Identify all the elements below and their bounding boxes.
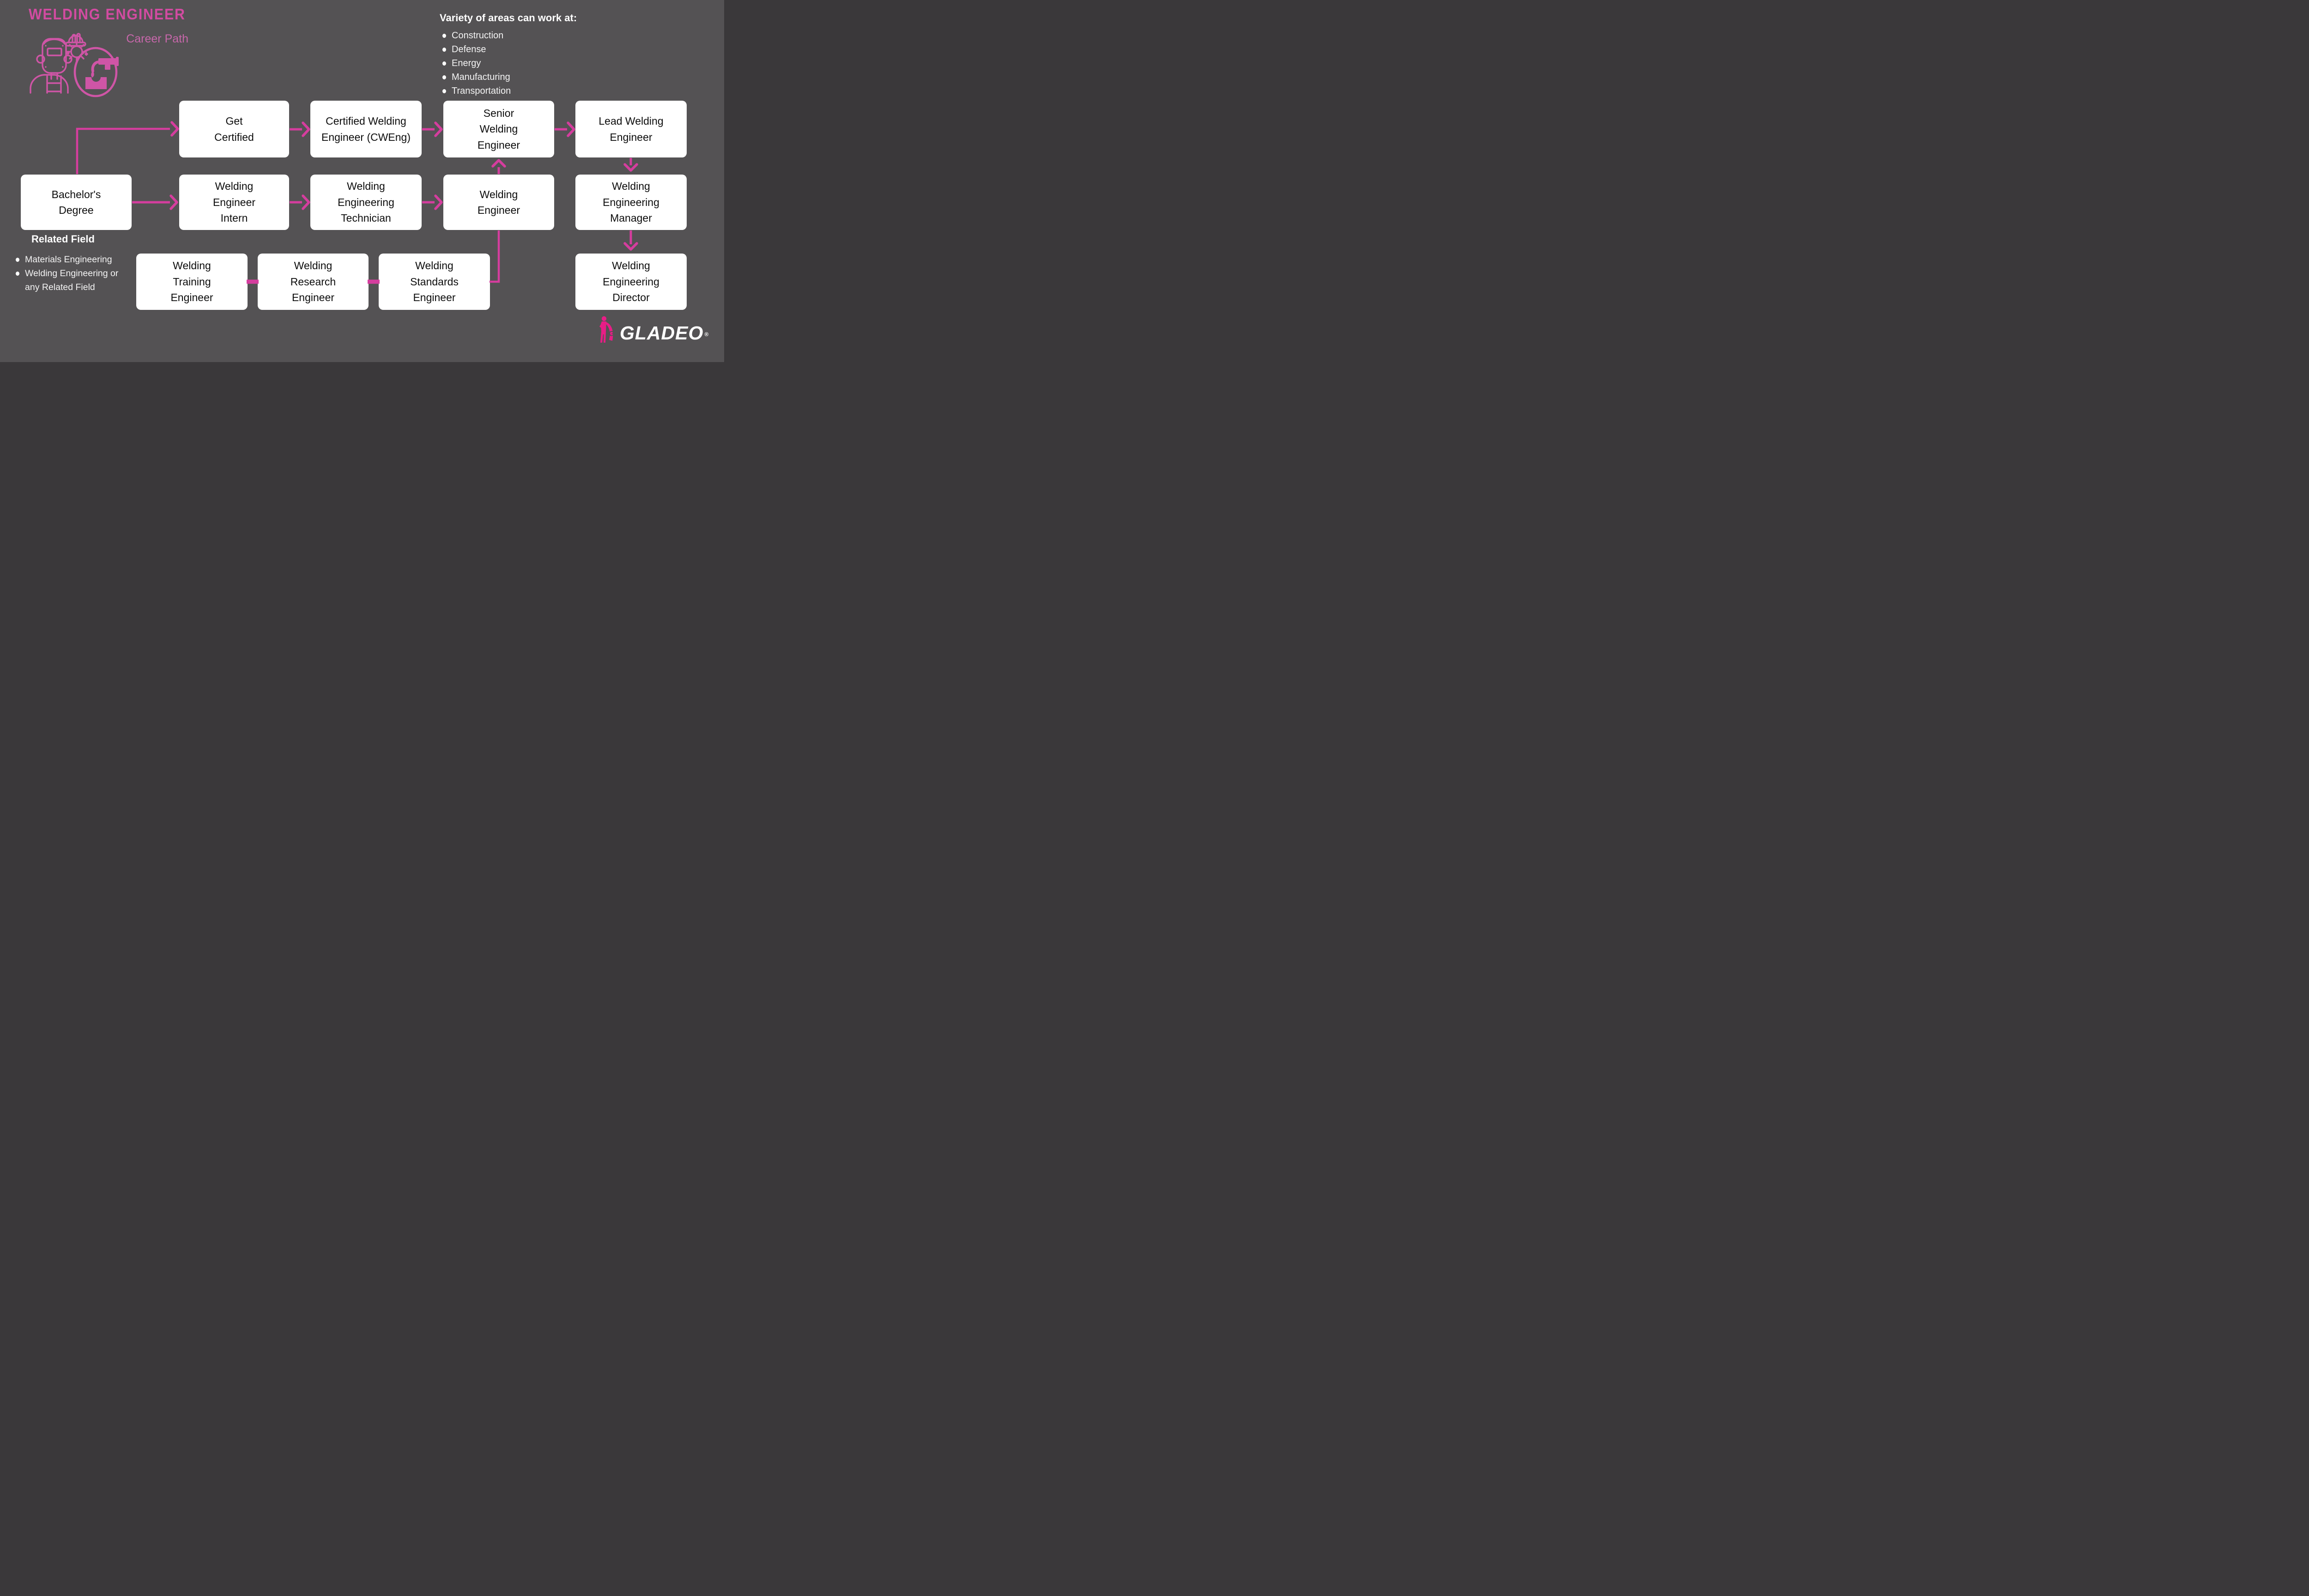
list-item: Transportation <box>441 84 577 98</box>
list-item: Materials Engineering <box>15 253 126 266</box>
connector-get-certified-to-cweng <box>290 121 310 137</box>
related-field-heading: Related Field <box>31 233 95 245</box>
gladeo-wordmark: GLADEO <box>620 322 704 344</box>
svg-text:G: G <box>608 330 615 338</box>
connector-bachelors-to-intern <box>132 194 178 210</box>
connector-intern-to-technician <box>290 194 310 210</box>
list-item: Defense <box>441 42 577 56</box>
list-item: Energy <box>441 56 577 70</box>
registered-mark: ® <box>704 331 709 338</box>
connector-welding-engineer-to-senior <box>491 159 506 174</box>
connector-standards-to-welding-engineer <box>490 230 500 283</box>
node-welding-training-engineer: Welding Training Engineer <box>136 254 248 310</box>
list-item: Manufacturing <box>441 70 577 84</box>
work-areas-list: Construction Defense Energy Manufacturin… <box>441 29 577 98</box>
connector-senior-to-lead <box>555 121 575 137</box>
node-welding-engineer: Welding Engineer <box>443 175 554 230</box>
node-get-certified: Get Certified <box>179 101 289 157</box>
node-senior-welding-engineer: Senior Welding Engineer <box>443 101 554 157</box>
connector-technician-to-welding-engineer <box>422 194 443 210</box>
work-areas-heading: Variety of areas can work at: <box>440 12 577 24</box>
page-subtitle: Career Path <box>126 32 188 45</box>
list-item: Welding Engineering or any Related Field <box>15 266 126 294</box>
node-welding-research-engineer: Welding Research Engineer <box>258 254 369 310</box>
node-welding-engineering-director: Welding Engineering Director <box>575 254 687 310</box>
node-welding-engineering-manager: Welding Engineering Manager <box>575 175 687 230</box>
gladeo-logo: G GLADEO® <box>598 316 708 345</box>
node-welding-engineer-intern: Welding Engineer Intern <box>179 175 289 230</box>
connector-bachelors-to-get-certified <box>76 121 179 174</box>
connector-cweng-to-senior <box>422 121 443 137</box>
connector-manager-to-director <box>623 230 638 251</box>
connector-lead-to-manager <box>623 158 638 172</box>
related-field-list: Materials Engineering Welding Engineerin… <box>15 253 126 294</box>
node-bachelors-degree: Bachelor's Degree <box>21 175 132 230</box>
gladeo-hero-icon: G <box>599 316 615 343</box>
list-item: Construction <box>441 29 577 42</box>
welder-icon <box>30 33 119 97</box>
welder-mask-icon <box>30 38 73 94</box>
infographic-canvas: WELDING ENGINEER Career Path <box>0 0 724 362</box>
work-areas-panel: Variety of areas can work at: Constructi… <box>440 12 577 98</box>
hard-hat-icon <box>65 33 86 47</box>
page-title: WELDING ENGINEER <box>29 6 186 23</box>
node-certified-welding-engineer: Certified Welding Engineer (CWEng) <box>310 101 422 157</box>
node-welding-engineering-technician: Welding Engineering Technician <box>310 175 422 230</box>
welding-torch-icon <box>73 47 119 97</box>
related-field-panel: Related Field Materials Engineering Weld… <box>13 233 126 294</box>
node-welding-standards-engineer: Welding Standards Engineer <box>379 254 490 310</box>
node-lead-welding-engineer: Lead Welding Engineer <box>575 101 687 157</box>
